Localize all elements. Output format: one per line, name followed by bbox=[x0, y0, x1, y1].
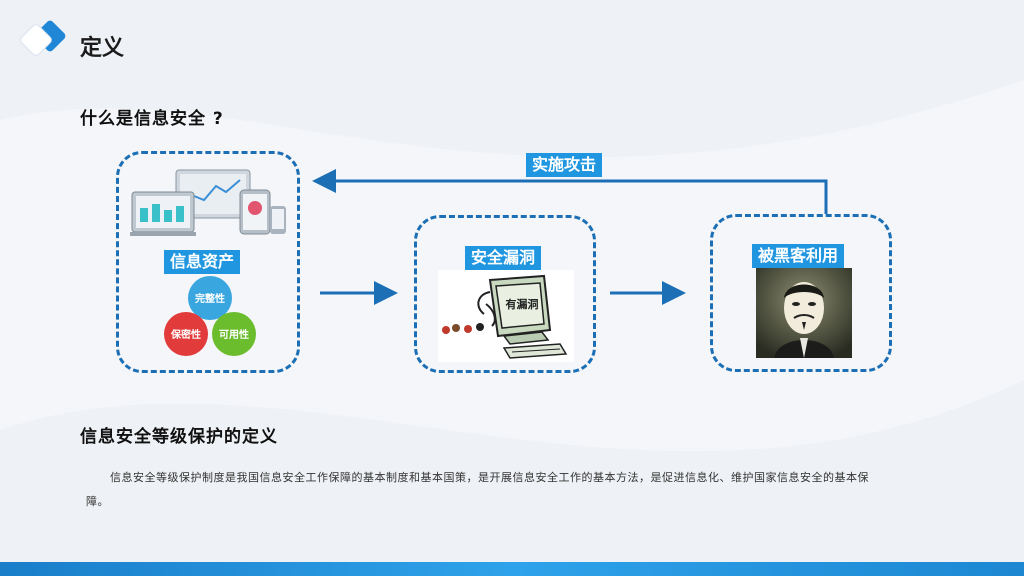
vulnerable-computer-icon: 有漏洞 bbox=[438, 270, 574, 362]
node-label-vulnerability: 安全漏洞 bbox=[465, 246, 542, 270]
page-title: 定义 bbox=[80, 36, 125, 61]
logo-icon bbox=[20, 20, 66, 56]
node-label-hacker: 被黑客利用 bbox=[752, 244, 845, 268]
heading-what-is-security: 什么是信息安全 ? bbox=[80, 109, 224, 129]
security-triad-diagram: 完整性 保密性 可用性 bbox=[164, 276, 256, 356]
screen-text: 有漏洞 bbox=[506, 297, 539, 311]
node-box-vulnerability bbox=[414, 215, 596, 373]
node-box-hacker bbox=[710, 214, 892, 372]
node-box-asset bbox=[116, 151, 300, 373]
triad-confidentiality: 保密性 bbox=[170, 328, 201, 341]
devices-icon bbox=[130, 169, 286, 236]
node-label-asset: 信息资产 bbox=[164, 250, 241, 274]
attack-arrow bbox=[312, 169, 828, 214]
attack-label: 实施攻击 bbox=[526, 153, 603, 177]
definition-paragraph: 信息安全等级保护制度是我国信息安全工作保障的基本制度和基本国策，是开展信息安全工… bbox=[86, 471, 869, 508]
bottom-bar bbox=[0, 562, 1024, 576]
heading-definition: 信息安全等级保护的定义 bbox=[80, 427, 278, 447]
triad-availability: 可用性 bbox=[219, 328, 249, 341]
triad-integrity: 完整性 bbox=[195, 292, 225, 305]
hacker-mask-image bbox=[756, 268, 852, 358]
